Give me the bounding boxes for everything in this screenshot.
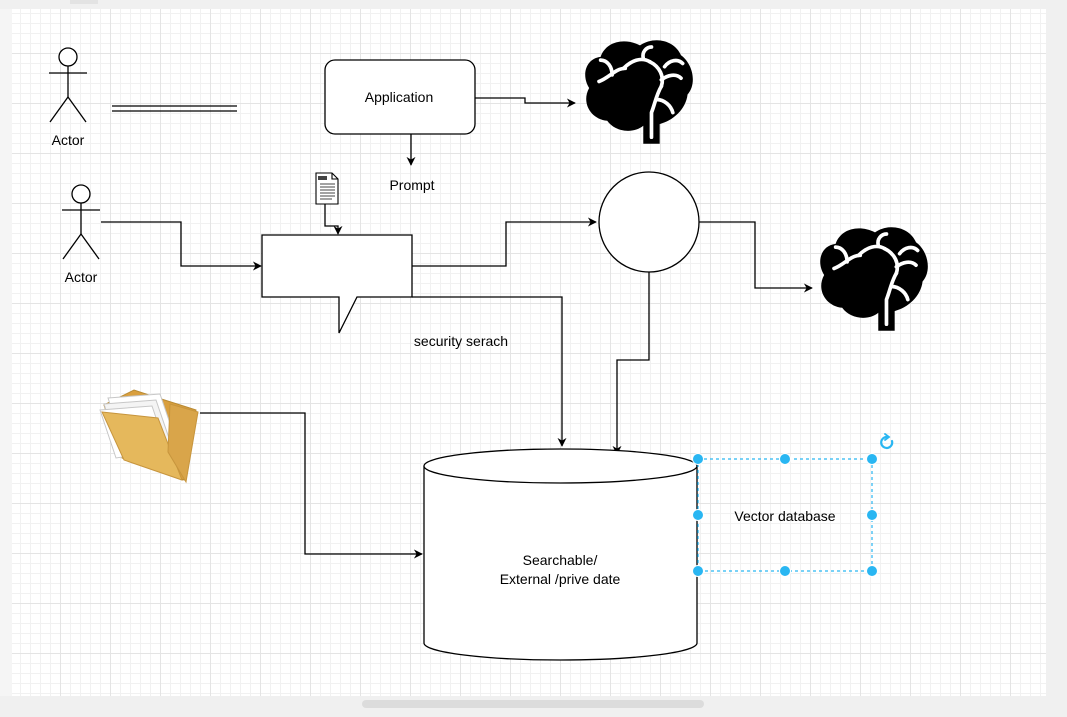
rotate-icon[interactable] [880, 433, 894, 450]
edge-document-to-callout[interactable] [324, 204, 343, 235]
resize-handle [692, 453, 704, 465]
vector-database-selection[interactable] [692, 453, 878, 577]
edge-folder-to-database[interactable] [200, 412, 423, 559]
prompt-label: Prompt [389, 177, 434, 193]
application-box[interactable] [324, 59, 476, 135]
vertical-scrollbar[interactable] [1046, 0, 1067, 717]
edge-circle-to-database[interactable] [612, 272, 650, 455]
resize-handle [779, 453, 791, 465]
actor-top-figure[interactable] [49, 47, 87, 123]
edge-actor-to-callout[interactable] [101, 221, 262, 271]
actor-middle-figure[interactable] [62, 184, 100, 260]
vector-database-label: Vector database [734, 508, 835, 524]
callout-shape[interactable] [261, 234, 413, 334]
edge-circle-to-brain[interactable] [699, 221, 813, 293]
brain-icon [583, 38, 695, 146]
double-line-connector[interactable] [112, 105, 237, 112]
database-label-line1: Searchable/ [523, 552, 598, 568]
folder-icon [99, 389, 199, 484]
resize-handle [866, 453, 878, 465]
edge-callout-to-database[interactable] [412, 296, 567, 447]
tab-handle[interactable] [70, 0, 98, 4]
top-toolbar-strip [0, 0, 1067, 9]
actor-top-label: Actor [52, 132, 85, 148]
resize-handle [692, 509, 704, 521]
application-label: Application [365, 89, 434, 105]
resize-handle [866, 565, 878, 577]
resize-handle [692, 565, 704, 577]
database-cylinder[interactable] [423, 448, 698, 661]
security-search-label: security serach [414, 333, 508, 349]
edge-application-to-brain[interactable] [475, 97, 576, 108]
horizontal-scrollbar-thumb[interactable] [362, 700, 704, 708]
actor-middle-label: Actor [65, 269, 98, 285]
edge-callout-to-circle[interactable] [412, 217, 597, 267]
resize-handle [866, 509, 878, 521]
resize-handle [779, 565, 791, 577]
document-icon [315, 172, 339, 205]
brain-icon [818, 225, 930, 333]
database-label-line2: External /prive date [500, 571, 621, 587]
circle-node[interactable] [598, 171, 700, 273]
